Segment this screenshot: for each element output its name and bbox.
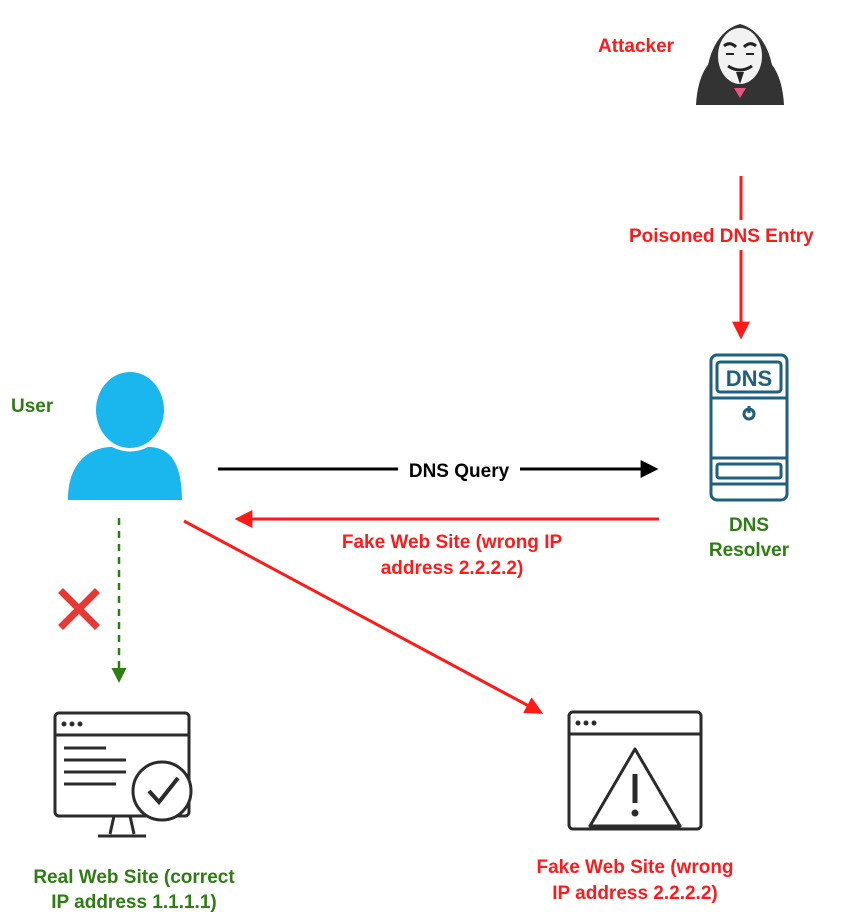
fake-site-window-dots	[575, 720, 639, 817]
fake-response-label-line1: Fake Web Site (wrong IP	[341, 532, 563, 553]
user-to-fake-site-arrow	[183, 519, 544, 714]
dns-resolver-label-line1: DNS	[728, 515, 770, 536]
real-site-label-line2: IP address 1.1.1.1)	[51, 892, 217, 913]
dns-query-label: DNS Query	[409, 461, 510, 482]
fake-response-label-line2: address 2.2.2.2)	[380, 558, 524, 579]
fake-site-label-line1: Fake Web Site (wrong	[536, 857, 734, 878]
website-check-icon	[53, 711, 193, 838]
attacker-label: Attacker	[598, 36, 675, 57]
real-site-window-dots	[61, 721, 83, 727]
user-icon	[68, 372, 182, 500]
dns-server-icon	[709, 353, 789, 502]
website-warning-icon	[567, 710, 703, 831]
poisoned-dns-entry-label: Poisoned DNS Entry	[629, 226, 814, 247]
dns-resolver-label-line2: Resolver	[708, 540, 790, 561]
hacker-icon	[696, 24, 784, 105]
blocked-x-icon	[58, 588, 100, 630]
dns-screen-label: DNS	[726, 366, 772, 391]
user-label: User	[11, 396, 54, 417]
fake-site-label-line2: IP address 2.2.2.2)	[552, 883, 718, 904]
real-site-label-line1: Real Web Site (correct	[33, 867, 235, 888]
